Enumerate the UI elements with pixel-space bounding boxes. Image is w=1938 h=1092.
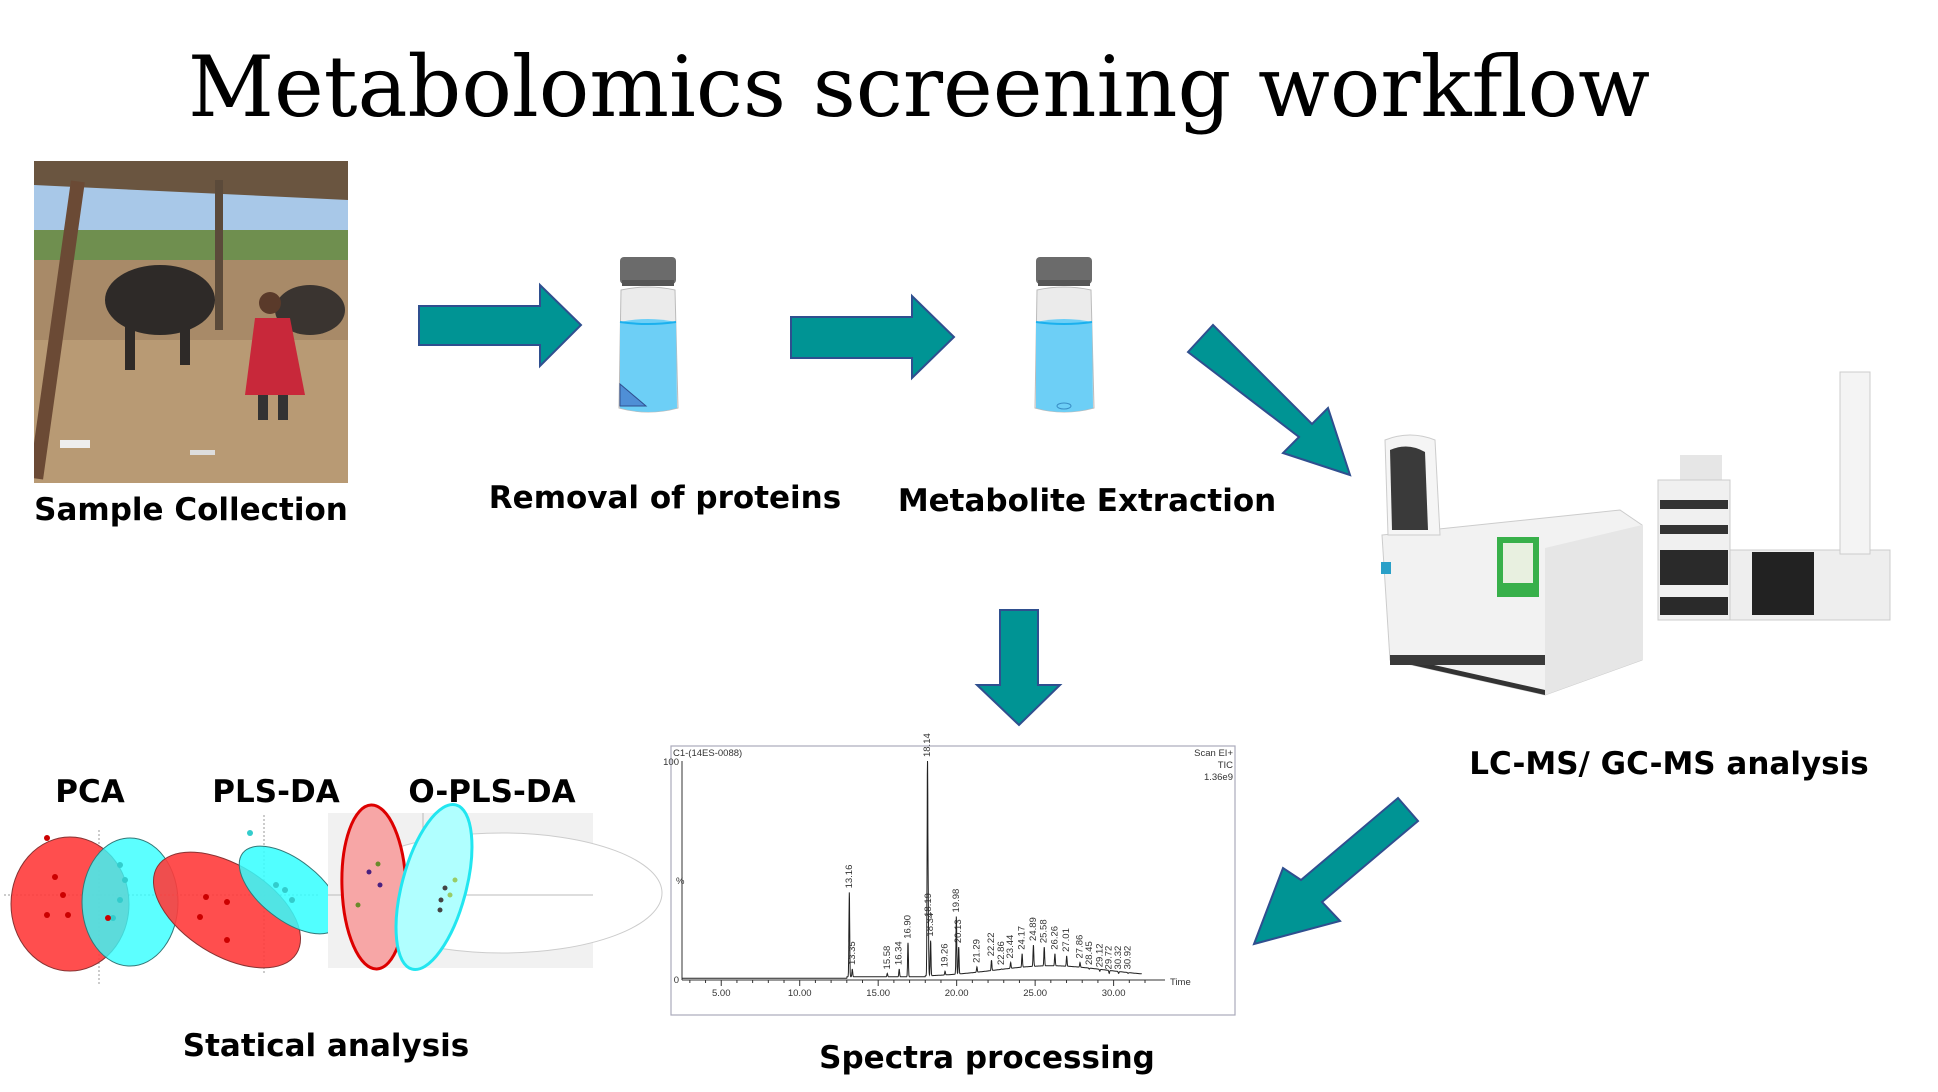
peak-label: 13.35 [847,941,858,965]
peak-label: 19.26 [940,943,951,967]
x-tick-label: 15.00 [866,988,890,999]
chart-ylabel: % [676,876,685,887]
chart-header-right-1: Scan EI+ [1194,748,1233,759]
label-sample-collection: Sample Collection [34,492,348,528]
label-metabolite-extraction: Metabolite Extraction [897,483,1277,519]
peak-label: 30.92 [1123,946,1134,970]
peak-label: 16.90 [903,915,914,939]
oplsda-plot [328,802,663,972]
label-pca: PCA [55,774,125,810]
peak-label: 21.29 [971,939,982,963]
label-oplsda: O-PLS-DA [408,774,576,810]
chart-header-right-3: 1.36e9 [1204,772,1233,783]
peak-label: 20.13 [953,919,964,943]
peak-label: 29.12 [1094,943,1105,967]
chart-frame [670,745,1236,1016]
gc-ms-instrument [1381,434,1643,696]
peak-label: 15.58 [882,946,893,970]
label-plsda: PLS-DA [212,774,340,810]
arrow-right-2 [790,293,956,381]
peak-label: 30.32 [1113,946,1124,970]
chart-xlabel: Time [1170,977,1191,988]
label-statistical-analysis: Statical analysis [182,1028,470,1064]
x-tick-label: 5.00 [712,988,731,999]
peak-label: 16.34 [894,941,905,965]
y-tick-label-0: 0 [674,975,679,986]
peak-label: 13.16 [844,865,855,889]
peak-label: 29.72 [1104,946,1115,970]
x-tick-label: 30.00 [1102,988,1126,999]
pca-plot [4,830,179,985]
peak-label: 24.17 [1017,926,1028,950]
x-tick-label: 20.00 [945,988,969,999]
peak-label: 27.01 [1061,928,1072,952]
y-tick-label-100: 100 [663,757,679,768]
plsda-plot [152,815,342,975]
peak-label: 27.86 [1075,935,1086,959]
peak-label: 18.19 [923,893,934,917]
x-tick-label: 25.00 [1023,988,1047,999]
peak-label: 24.89 [1028,917,1039,941]
vial-icon-1 [618,257,679,413]
label-spectra-processing: Spectra processing [819,1040,1155,1076]
chromatogram-chart: C1-(14ES-0088) Scan EI+ TIC 1.36e9 % Tim… [663,733,1236,1016]
peak-label: 28.45 [1084,941,1095,965]
page-title: Metabolomics screening workflow [187,38,1650,136]
x-tick-label: 10.00 [788,988,812,999]
chart-header-right-2: TIC [1218,760,1233,771]
arrow-down [974,609,1063,727]
peak-label: 18.34 [925,913,936,937]
peak-label: 25.58 [1039,919,1050,943]
peak-label: 23.44 [1005,935,1016,959]
arrow-diagonal-down-left [1252,796,1420,946]
peak-label: 26.26 [1049,926,1060,950]
chart-header-left: C1-(14ES-0088) [673,748,742,759]
peak-label: 22.22 [986,933,997,957]
chromatogram-trace [682,760,1142,979]
peak-label: 18.14 [922,733,933,757]
peak-label: 22.86 [996,941,1007,965]
label-removal-of-proteins: Removal of proteins [488,480,842,516]
label-analysis: LC-MS/ GC-MS analysis [1469,746,1869,782]
arrow-right-1 [418,282,583,369]
arrow-diagonal-down-right [1186,323,1352,477]
peak-label: 19.98 [951,889,962,913]
lc-ms-instrument [1657,371,1891,621]
sample-collection-photo [34,161,348,483]
vial-icon-2 [1034,257,1095,413]
